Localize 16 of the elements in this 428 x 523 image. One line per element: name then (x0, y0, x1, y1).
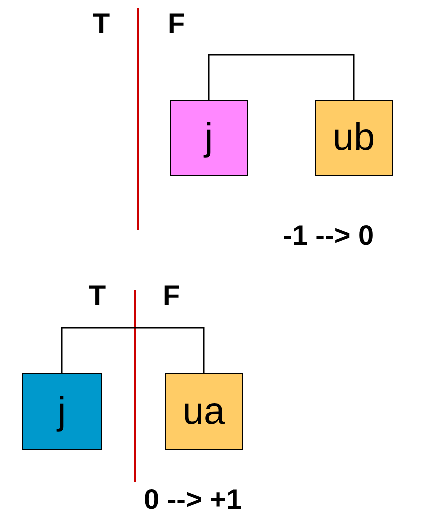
tree-connector (61, 327, 205, 373)
branch-label: T (93, 10, 110, 38)
branch-label: F (168, 10, 186, 38)
node-label: j (58, 392, 66, 430)
tree-connector (208, 54, 355, 100)
node-box (315, 100, 393, 176)
node-label: j (204, 119, 214, 157)
branch-label: T (89, 282, 106, 310)
node-label: ub (332, 119, 376, 157)
node-label: ua (182, 392, 226, 430)
node-box (170, 100, 248, 176)
branch-label: F (163, 282, 180, 310)
node-box (22, 373, 102, 450)
branch-label: 0 --> +1 (144, 486, 242, 514)
node-box (165, 373, 243, 450)
branch-label: -1 --> 0 (283, 222, 374, 250)
